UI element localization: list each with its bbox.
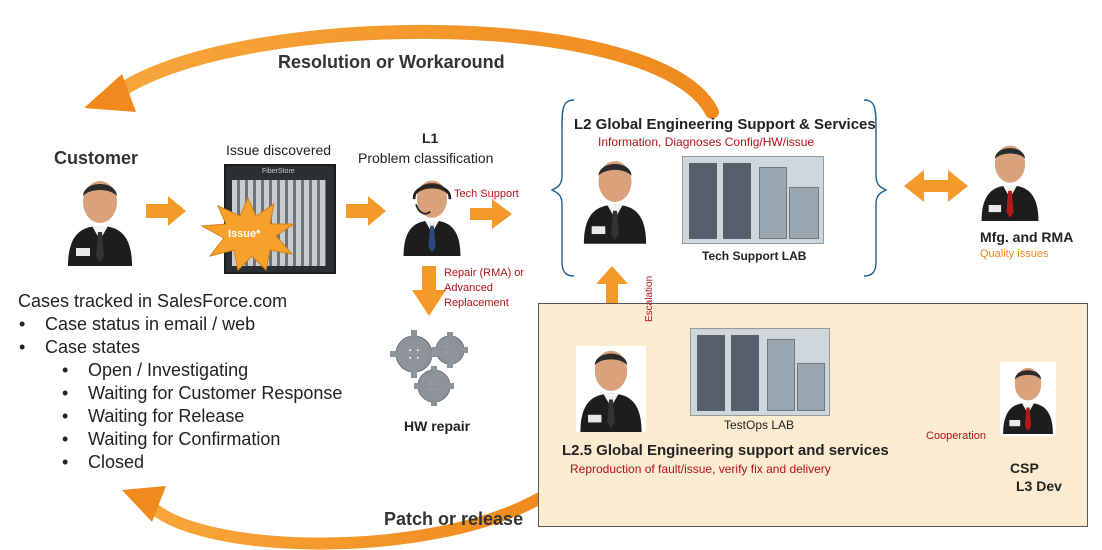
tech-support-label: Tech Support [454,188,519,200]
customer-person-icon [68,181,132,266]
testops-lab-image [690,328,830,416]
patch-loop-arrow [122,486,546,550]
tech-support-lab-image [682,156,824,244]
repair-note: Repair (RMA) or Advanced Replacement [444,266,524,311]
l25-engineer-icon [576,346,646,432]
issue-burst-icon [200,196,296,272]
repair-note-line: Advanced [444,282,493,294]
l1-title: L1 [422,130,439,146]
tech-support-lab-label: Tech Support LAB [702,249,807,263]
cases-list: Case status in email / web Case states [19,313,342,359]
repair-note-line: Repair (RMA) or [444,267,525,279]
lab-rack [697,335,725,411]
case-state: Closed [62,451,342,474]
csp-title: CSP [1010,460,1039,476]
l1-agent-headset-icon [403,180,461,256]
lab-rack [789,187,819,239]
case-state: Open / Investigating [62,359,342,382]
arrow-l1-to-hw-repair [412,266,446,316]
case-item: Case states [19,336,342,359]
case-state: Waiting for Release [62,405,342,428]
l25-subtitle: Reproduction of fault/issue, verify fix … [570,462,831,476]
mfg-subtitle: Quality issues [980,248,1049,260]
case-state: Waiting for Confirmation [62,428,342,451]
case-states-list: Open / Investigating Waiting for Custome… [62,359,342,474]
cases-panel: Cases tracked in SalesForce.com Case sta… [18,290,342,474]
repair-note-line: Replacement [444,297,509,309]
lab-rack [723,163,751,239]
resolution-loop-arrow [84,24,719,119]
case-item: Case status in email / web [19,313,342,336]
mfg-person-icon [981,145,1039,221]
patch-label: Patch or release [384,509,524,529]
lab-rack [731,335,759,411]
escalation-label: Escalation [644,275,655,322]
case-state: Waiting for Customer Response [62,382,342,405]
lab-rack [759,167,787,239]
l1-subtitle: Problem classification [358,150,494,166]
arrow-l2-mfg [904,170,968,202]
testops-lab-label: TestOps LAB [724,418,795,432]
lab-rack [797,363,825,411]
l2-subtitle: Information, Diagnoses Config/HW/issue [598,135,815,149]
gears-icon [390,330,468,406]
arrow-customer-to-issue [146,196,186,226]
l2-bracket [550,99,888,277]
csp-subtitle: L3 Dev [1016,478,1062,494]
arrow-l1-to-l2 [470,199,512,229]
issue-title: Issue discovered [226,142,332,158]
arrow-issue-to-l1 [346,196,386,226]
lab-rack [689,163,717,239]
l2-engineer-icon [583,161,647,244]
l2-title: L2 Global Engineering Support & Services [574,116,876,133]
hw-repair-label: HW repair [404,418,471,434]
resolution-label: Resolution or Workaround [278,52,505,72]
mfg-title: Mfg. and RMA [980,229,1074,245]
issue-burst-label: Issue* [228,228,261,240]
lab-rack [767,339,795,411]
cooperation-label: Cooperation [926,430,986,442]
customer-title: Customer [54,148,139,168]
csp-person-icon [1000,362,1056,436]
l25-title: L2.5 Global Engineering support and serv… [562,442,889,459]
device-brand-label: FiberStore [262,168,295,175]
cases-heading: Cases tracked in SalesForce.com [18,291,288,311]
